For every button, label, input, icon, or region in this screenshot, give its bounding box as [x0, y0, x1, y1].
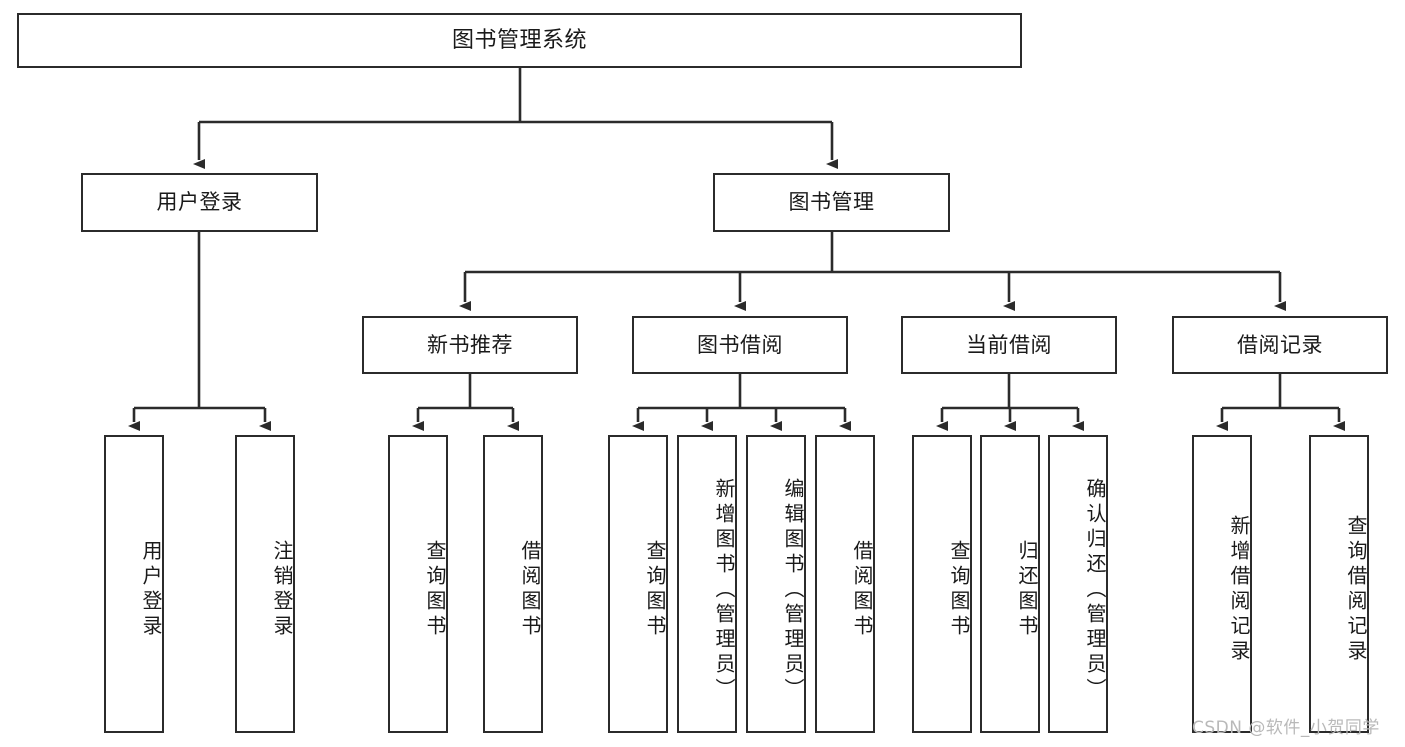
node-borrow-records-label: 借阅记录 [1237, 332, 1323, 357]
leaf-current-borrow-confirm-label: 确认归还（管理员） [1083, 477, 1107, 703]
leaf-user-login-login-label: 用户登录 [139, 540, 163, 640]
leaf-book-borrow-add-label: 新增图书（管理员） [712, 477, 736, 703]
leaf-book-borrow-borrow-label: 借阅图书 [850, 540, 874, 640]
leaf-new-book-borrow-label: 借阅图书 [518, 540, 542, 640]
leaf-user-login-login[interactable]: 用户登录 [104, 435, 164, 733]
node-user-login[interactable]: 用户登录 [81, 173, 318, 232]
leaf-new-book-query[interactable]: 查询图书 [388, 435, 448, 733]
leaf-user-login-logout-label: 注销登录 [270, 540, 294, 640]
leaf-new-book-borrow[interactable]: 借阅图书 [483, 435, 543, 733]
csdn-watermark: CSDN @软件_小贺同学 [1192, 718, 1380, 738]
node-root-system-label: 图书管理系统 [451, 27, 587, 53]
node-book-manage-label: 图书管理 [788, 190, 875, 215]
node-book-borrow-label: 图书借阅 [697, 332, 783, 357]
leaf-current-borrow-query-label: 查询图书 [947, 540, 971, 640]
leaf-book-borrow-borrow[interactable]: 借阅图书 [815, 435, 875, 733]
leaf-current-borrow-return[interactable]: 归还图书 [980, 435, 1040, 733]
leaf-borrow-records-add-label: 新增借阅记录 [1227, 515, 1251, 665]
leaf-borrow-records-query[interactable]: 查询借阅记录 [1309, 435, 1369, 733]
leaf-borrow-records-query-label: 查询借阅记录 [1344, 515, 1368, 665]
node-user-login-label: 用户登录 [156, 190, 243, 215]
node-new-book-recommend[interactable]: 新书推荐 [362, 316, 578, 374]
node-borrow-records[interactable]: 借阅记录 [1172, 316, 1388, 374]
leaf-current-borrow-return-label: 归还图书 [1015, 540, 1039, 640]
leaf-new-book-query-label: 查询图书 [423, 540, 447, 640]
leaf-current-borrow-query[interactable]: 查询图书 [912, 435, 972, 733]
leaf-book-borrow-query-label: 查询图书 [643, 540, 667, 640]
leaf-book-borrow-add[interactable]: 新增图书（管理员） [677, 435, 737, 733]
node-book-manage[interactable]: 图书管理 [713, 173, 950, 232]
leaf-borrow-records-add[interactable]: 新增借阅记录 [1192, 435, 1252, 733]
leaf-book-borrow-edit-label: 编辑图书（管理员） [781, 477, 805, 703]
leaf-user-login-logout[interactable]: 注销登录 [235, 435, 295, 733]
leaf-current-borrow-confirm[interactable]: 确认归还（管理员） [1048, 435, 1108, 733]
node-book-borrow[interactable]: 图书借阅 [632, 316, 848, 374]
node-new-book-recommend-label: 新书推荐 [427, 332, 513, 357]
node-root-system[interactable]: 图书管理系统 [17, 13, 1022, 68]
leaf-book-borrow-query[interactable]: 查询图书 [608, 435, 668, 733]
leaf-book-borrow-edit[interactable]: 编辑图书（管理员） [746, 435, 806, 733]
node-current-borrow[interactable]: 当前借阅 [901, 316, 1117, 374]
node-current-borrow-label: 当前借阅 [966, 332, 1052, 357]
